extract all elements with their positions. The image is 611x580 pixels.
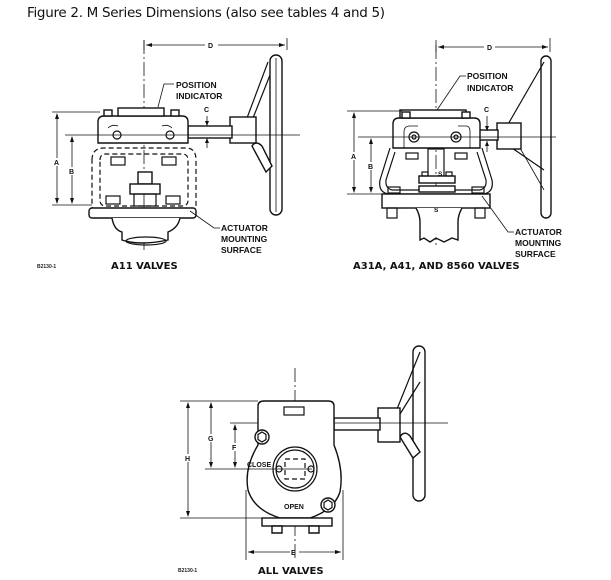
dim-h-label: H [185, 456, 190, 463]
callout-position-indicator: POSITION INDICATOR [157, 80, 222, 108]
dim-c-label: C [484, 107, 489, 114]
open-label: OPEN [284, 504, 304, 511]
input-shaft [187, 125, 233, 139]
svg-text:ACTUATOR: ACTUATOR [515, 227, 562, 237]
dim-b-label: B [69, 169, 74, 176]
gearbox-housing: S S [379, 109, 493, 243]
dimension-g: G [205, 402, 312, 470]
dim-g-label: G [208, 436, 214, 443]
dimension-b: B [358, 136, 556, 193]
position-indicator [283, 406, 305, 416]
gearbox-housing: CLOSE OPEN [246, 400, 342, 534]
callout-actuator-mounting-surface: ACTUATOR MOUNTING SURFACE [189, 210, 268, 255]
figure-title: Figure 2. M Series Dimensions (also see … [27, 5, 385, 21]
input-shaft [333, 417, 381, 431]
callout-actuator-mounting-surface: ACTUATOR MOUNTING SURFACE [481, 195, 562, 259]
dim-a-label: A [54, 160, 59, 167]
all-valves-view: CLOSE OPEN H G F [178, 345, 448, 577]
caption-a11-valves: A11 VALVES [111, 261, 178, 272]
gearbox-housing [88, 107, 197, 246]
svg-text:POSITION: POSITION [467, 71, 508, 81]
dim-f-label: F [232, 445, 237, 452]
svg-text:POSITION: POSITION [176, 80, 217, 90]
handwheel [377, 345, 426, 502]
svg-text:INDICATOR: INDICATOR [467, 83, 513, 93]
input-shaft [477, 129, 499, 141]
svg-text:SURFACE: SURFACE [221, 245, 262, 255]
dimension-d: D [143, 38, 288, 50]
position-indicator [117, 107, 165, 117]
svg-text:ACTUATOR: ACTUATOR [221, 223, 268, 233]
dim-c-label: C [204, 107, 209, 114]
dimension-a: A [52, 111, 100, 206]
svg-text:SURFACE: SURFACE [515, 249, 556, 259]
close-label: CLOSE [247, 462, 271, 469]
drawing-code: B2130-1 [178, 568, 197, 574]
dim-d-label: D [487, 45, 492, 52]
dim-b-label: B [368, 164, 373, 171]
svg-text:INDICATOR: INDICATOR [176, 91, 222, 101]
dim-e-label: E [291, 550, 296, 557]
svg-text:MOUNTING: MOUNTING [515, 238, 562, 248]
dimension-e: E [245, 490, 344, 560]
a31a-a41-8560-valves-view: D [347, 38, 562, 272]
svg-text:MOUNTING: MOUNTING [221, 234, 268, 244]
caption-a31a-a41-8560-valves: A31A, A41, AND 8560 VALVES [353, 261, 520, 272]
dimension-d: D [435, 38, 551, 52]
dim-s-label: S [438, 171, 443, 178]
dimension-c: C [204, 107, 209, 148]
dimension-h: H [180, 400, 262, 519]
dim-s-label: S [434, 207, 439, 214]
dimension-a: A [347, 110, 402, 195]
drawing-code: B2130-1 [37, 264, 56, 270]
dim-d-label: D [208, 43, 213, 50]
dim-a-label: A [351, 154, 356, 161]
callout-position-indicator: POSITION INDICATOR [436, 71, 513, 111]
dimension-b: B [65, 134, 300, 204]
dimension-c: C [484, 107, 489, 152]
dimension-f: F [232, 424, 237, 468]
caption-all-valves: ALL VALVES [258, 566, 324, 577]
a11-valves-view: D [37, 38, 300, 272]
